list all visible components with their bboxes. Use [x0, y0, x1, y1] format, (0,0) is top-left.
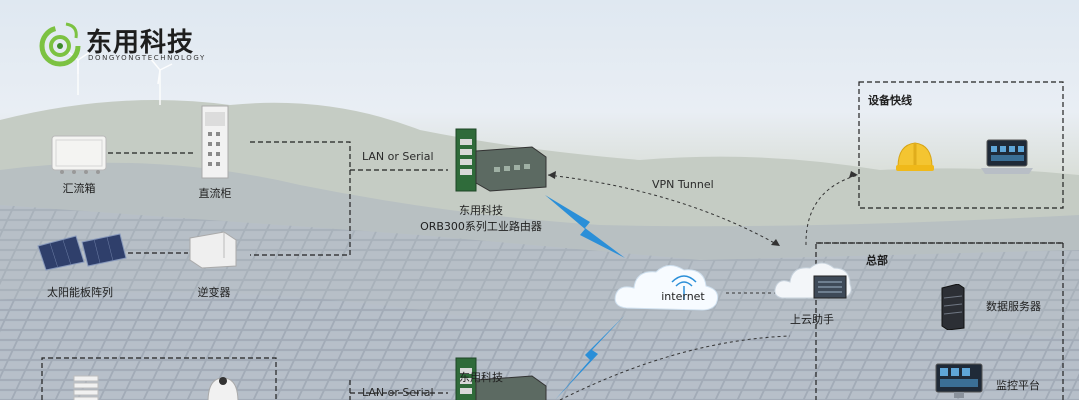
- helmet-icon: [896, 142, 934, 171]
- router-top-model-label: ORB300系列工业路由器: [420, 220, 542, 233]
- monitor-icon: [935, 363, 983, 398]
- wireless-lightning-bottom: [555, 315, 625, 400]
- combiner-box-icon: [51, 135, 107, 174]
- router-top-brand-label: 东用科技: [459, 204, 503, 217]
- wireless-lightning-top: [545, 195, 625, 258]
- cloud-assistant-label: 上云助手: [790, 313, 834, 326]
- combiner-box-label: 汇流箱: [62, 182, 96, 195]
- solar-array-label: 太阳能板阵列: [47, 286, 113, 299]
- brand-subtitle: DONGYONGTECHNOLOGY: [88, 54, 206, 62]
- headquarters-title: 总部: [866, 254, 888, 267]
- radiation-sensor-icon: [207, 377, 239, 400]
- monitor-platform-label: 监控平台: [996, 379, 1040, 392]
- dc-cabinet-label: 直流柜: [198, 187, 232, 200]
- laptop-icon: [981, 139, 1033, 174]
- lan-serial-label-bottom: LAN or Serial: [362, 386, 434, 399]
- inverter-label: 逆变器: [197, 286, 231, 299]
- data-server-label: 数据服务器: [986, 300, 1041, 313]
- brand-logo-icon: [39, 22, 81, 67]
- internet-label: internet: [661, 290, 705, 303]
- cloud-assistant-icon: [774, 262, 852, 299]
- industrial-router-bottom-icon: [455, 357, 547, 400]
- vpn-tunnel-label: VPN Tunnel: [652, 178, 714, 191]
- dc-cabinet-icon: [201, 105, 229, 179]
- device-quickline-title: 设备快线: [868, 94, 912, 107]
- lan-serial-label-top: LAN or Serial: [362, 150, 434, 163]
- router-bottom-brand-label: 东用科技: [459, 371, 503, 384]
- inverter-icon: [189, 231, 237, 269]
- data-server-icon: [941, 284, 965, 330]
- internet-cloud-icon: [614, 265, 719, 311]
- brand-name: 东用科技: [86, 28, 195, 58]
- industrial-router-top-icon: [455, 128, 547, 192]
- solar-array-icon: [37, 233, 127, 271]
- weather-sensor-icon: [73, 375, 99, 400]
